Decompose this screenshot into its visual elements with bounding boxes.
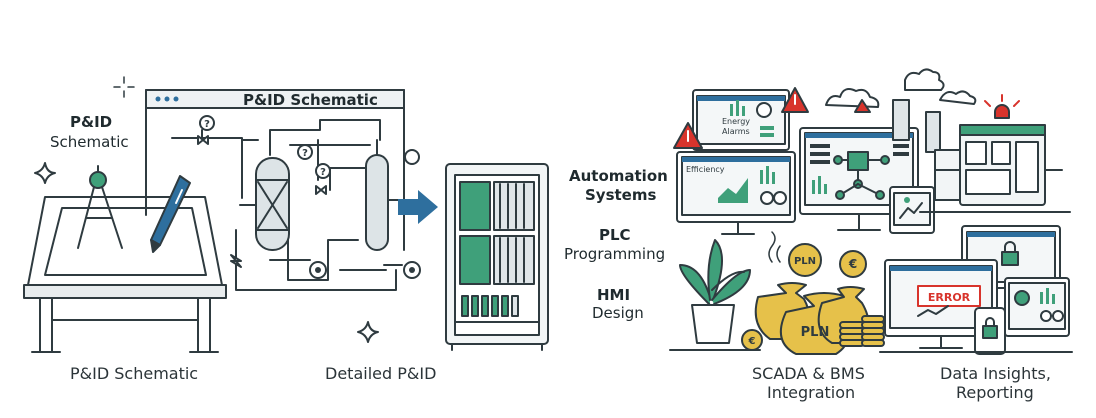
arrow-icon [398, 190, 438, 224]
warning-icon [673, 122, 703, 149]
monitor-efficiency [676, 151, 796, 235]
warning-icon [781, 87, 809, 113]
coin-stack [839, 315, 885, 347]
valve-marker: ? [302, 148, 308, 159]
coin-pln-label: PLN [794, 256, 816, 267]
schematic-window-title: P&ID Schematic [243, 91, 378, 109]
factory-icon [825, 68, 977, 201]
valve-marker: ? [204, 119, 210, 130]
caption-data-2: Reporting [956, 383, 1034, 402]
coin-euro-label: € [748, 336, 756, 347]
hmi-title: HMI [597, 286, 631, 304]
plant-icon [669, 239, 761, 351]
automation-title-2: Systems [585, 186, 657, 204]
compass-icon [77, 165, 123, 249]
valve-icon [297, 144, 313, 160]
schematic-window [145, 89, 405, 251]
plc-subtitle: Programming [564, 245, 666, 263]
bag-pln-label: PLN [801, 325, 830, 340]
valve-icon [230, 254, 242, 268]
caption-data-1: Data Insights, [940, 364, 1051, 383]
lock-icon [1001, 241, 1019, 266]
valve-icon [197, 115, 215, 145]
caption-pid: P&ID Schematic [70, 364, 199, 383]
monitor-reports [1004, 277, 1070, 337]
sparkle-icon [357, 321, 379, 343]
caption-detailed: Detailed P&ID [325, 364, 437, 383]
valve-icon [315, 163, 331, 195]
server-cabinet [445, 163, 549, 351]
drafting-table [23, 196, 227, 353]
column-vessel [365, 139, 389, 251]
reactor-vessel [255, 157, 290, 251]
sparkle-icon [34, 162, 56, 184]
monitor-energy-label: Energy [722, 117, 750, 126]
hmi-subtitle: Design [592, 304, 644, 322]
automation-title-1: Automation [569, 167, 668, 185]
gauge-icon [404, 149, 420, 165]
error-label: ERROR [928, 291, 971, 304]
sparkle-icon [113, 76, 135, 98]
control-panel [919, 94, 1071, 213]
phone-lock-icon [974, 307, 1006, 355]
coin-icon [741, 329, 763, 351]
monitor-efficiency-label: Efficiency [686, 165, 725, 174]
caption-scada-1: SCADA & BMS [752, 364, 865, 383]
valve-marker: ? [320, 167, 326, 178]
pump-icon [403, 261, 421, 279]
coin-icon [839, 250, 867, 278]
pump-icon [309, 261, 327, 279]
plc-title: PLC [599, 226, 631, 244]
coin-icon [788, 243, 822, 277]
monitor-alarms-label: Alarms [722, 127, 750, 136]
drafting-label-title: P&ID [70, 113, 113, 131]
tablet-icon [889, 186, 935, 234]
coin-euro-label: € [848, 257, 857, 271]
drafting-label-sub: Schematic [50, 133, 129, 151]
caption-scada-2: Integration [767, 383, 856, 402]
pen-icon [150, 175, 191, 253]
